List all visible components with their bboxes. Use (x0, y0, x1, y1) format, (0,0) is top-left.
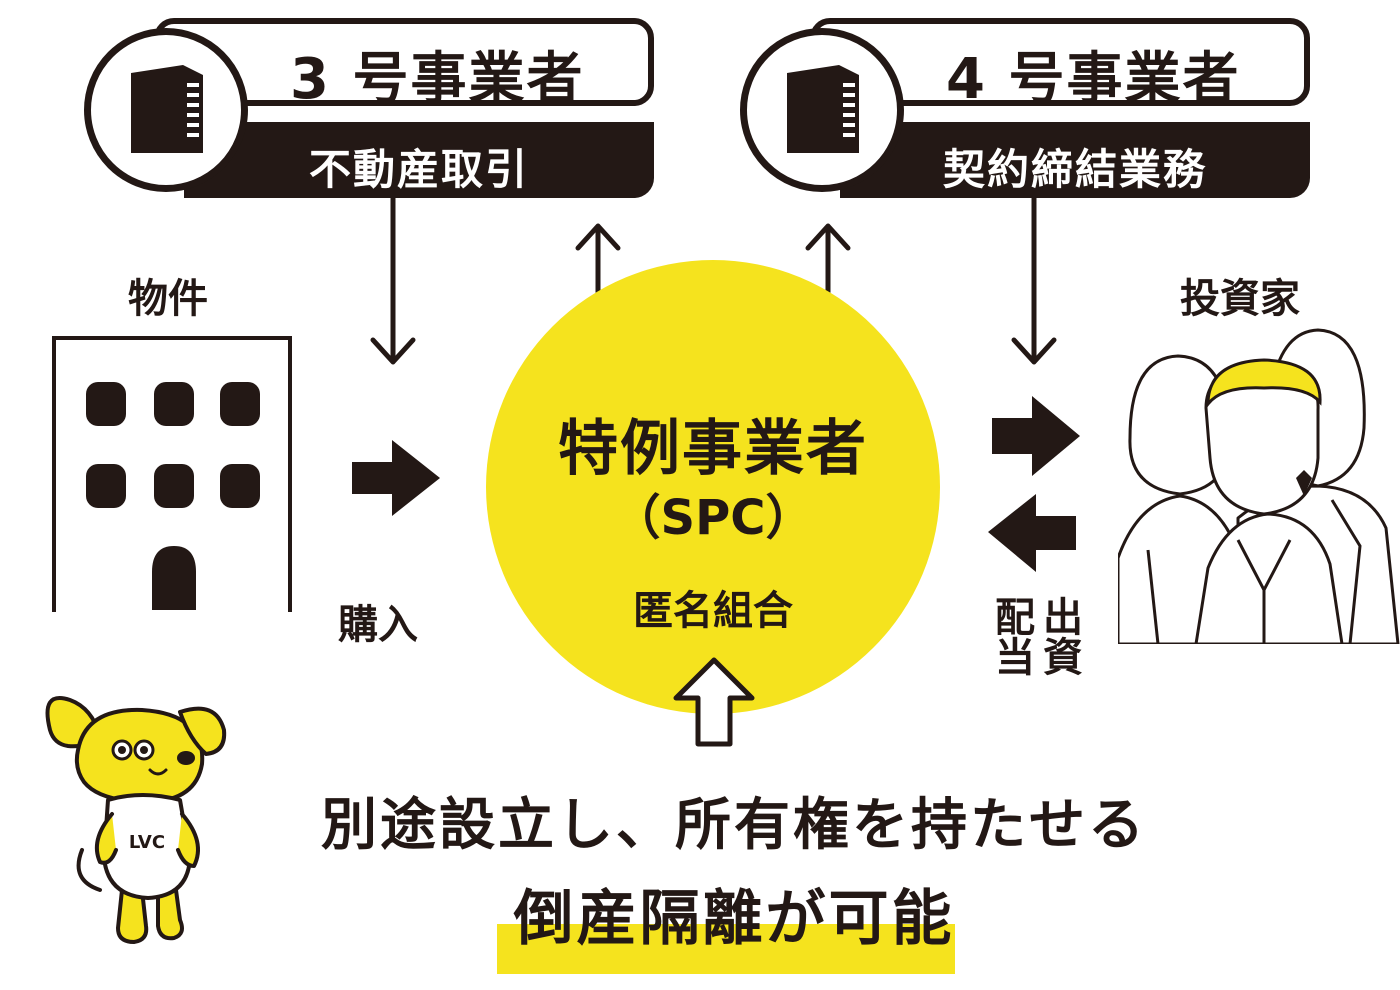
operator-4-subtitle-bar: 契約締結業務 (840, 122, 1310, 198)
caption-line-2: 倒産隔離が可能 (513, 884, 955, 954)
office-building-icon (787, 65, 859, 153)
dividend-label: 配当 (988, 596, 1034, 676)
office-building-icon (131, 65, 203, 153)
operator-4-card: 4 号事業者 契約締結業務 (740, 18, 1320, 198)
arrow-op3-to-purchase (370, 193, 416, 365)
operator-4-title: 4 号事業者 (946, 47, 1241, 112)
investors-label: 投資家 (1180, 276, 1300, 322)
operator-3-badge (84, 28, 248, 192)
mascot-shirt-text: LVC (129, 832, 165, 853)
operator-3-title: 3 号事業者 (290, 47, 585, 112)
spc-name: 特例事業者 (558, 414, 868, 484)
operator-3-subtitle-bar: 不動産取引 (184, 122, 654, 198)
operator-4-badge (740, 28, 904, 192)
property-building-icon (52, 336, 292, 612)
caption-line-1: 別途設立し、所有権を持たせる (321, 793, 1147, 858)
investors-people-icon (1118, 328, 1400, 644)
outline-up-arrow-icon (673, 657, 755, 747)
dividend-arrow-icon (992, 396, 1080, 476)
mascot-dog-icon: LVC (45, 696, 227, 944)
arrow-spc-to-op3 (575, 223, 621, 295)
investment-arrow-icon (988, 494, 1076, 572)
operator-3-subtitle: 不動産取引 (308, 145, 529, 194)
purchase-arrow-icon (352, 440, 440, 516)
property-label: 物件 (128, 276, 208, 322)
spc-abbreviation: （SPC） (612, 490, 814, 546)
caption-highlight-bar (497, 924, 955, 974)
operator-3-card: 3 号事業者 不動産取引 (84, 18, 664, 198)
purchase-label: 購入 (338, 602, 418, 648)
spc-scheme: 匿名組合 (633, 588, 793, 634)
investment-label: 出資 (1036, 596, 1082, 676)
operator-4-subtitle: 契約締結業務 (942, 145, 1207, 194)
spc-circle: 特例事業者 （SPC） 匿名組合 (486, 260, 940, 714)
operator-4-title-box: 4 号事業者 (810, 18, 1310, 112)
arrow-spc-to-op4 (805, 223, 851, 295)
arrow-op4-to-investors (1011, 193, 1057, 365)
